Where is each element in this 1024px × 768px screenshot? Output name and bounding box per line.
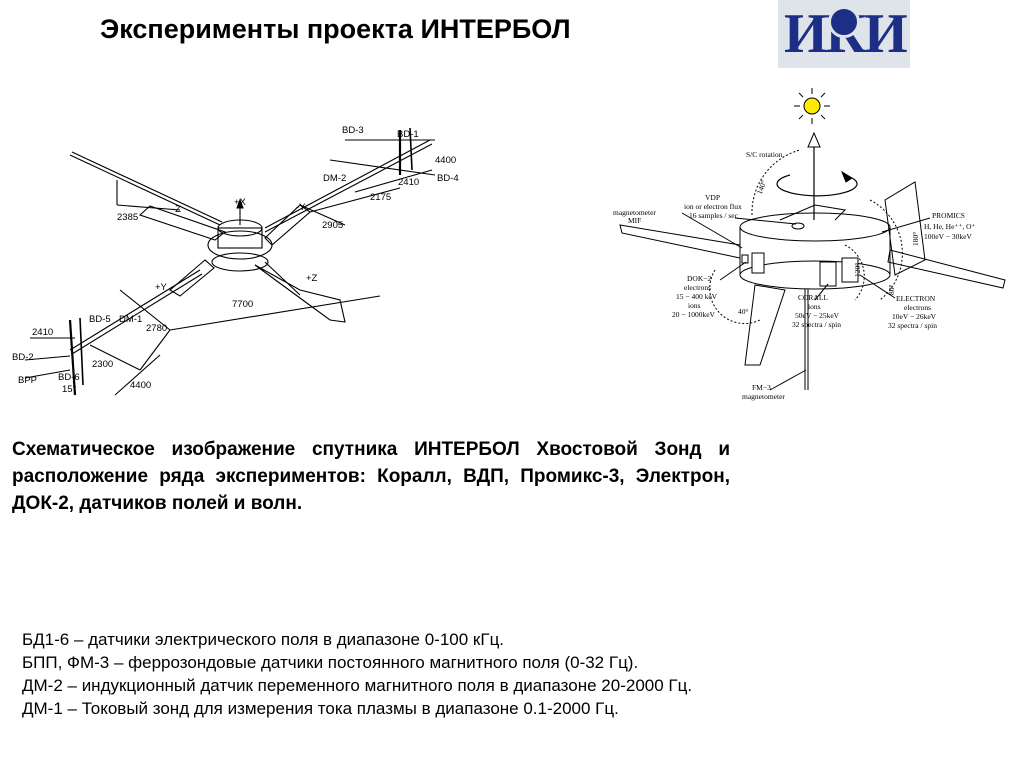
label-plus-x: +X <box>234 197 247 208</box>
right-diagram-labels: S/C rotation 140° VDP ion or electron fl… <box>613 150 975 401</box>
label-mif: MIF <box>628 216 641 225</box>
label-fm3: FM−3 <box>752 383 771 392</box>
label-bpp: BPP <box>18 375 37 386</box>
note-dm1: ДМ-1 – Токовый зонд для измерения тока п… <box>22 699 619 718</box>
label-2175: 2175 <box>370 192 391 203</box>
label-corall-spectra: 32 spectra / spin <box>792 320 841 329</box>
label-dok: DOK−2 <box>687 274 711 283</box>
label-40deg: 40° <box>738 307 749 316</box>
label-2780: 2780 <box>146 323 167 334</box>
label-electron-electrons: electrons <box>904 303 931 312</box>
label-120deg: 120° <box>853 263 862 277</box>
sun-icon <box>794 88 830 124</box>
label-promics-range: 100eV − 30keV <box>924 232 972 241</box>
label-dok-erange: 15 − 400 keV <box>676 292 718 301</box>
label-2300: 2300 <box>92 359 113 370</box>
label-80deg: 80° <box>887 285 896 296</box>
label-bd3: BD-3 <box>342 125 364 136</box>
label-140deg: 140° <box>755 179 768 195</box>
label-vdp-flux: ion or electron flux <box>684 202 742 211</box>
label-7700: 7700 <box>232 299 253 310</box>
logo-globe-icon <box>828 6 860 38</box>
left-diagram-labels: BD-3 BD-1 4400 BD-4 DM-2 2410 2175 2385 … <box>12 125 459 395</box>
label-4400-top: 4400 <box>435 155 456 166</box>
label-bd6: BD-6 <box>58 372 80 383</box>
sensor-notes: БД1-6 – датчики электрического поля в ди… <box>22 628 692 720</box>
diagrams: BD-3 BD-1 4400 BD-4 DM-2 2410 2175 2385 … <box>12 88 1006 401</box>
iki-logo: ИКИ <box>778 0 910 68</box>
label-promics-ions: H, He, He⁺⁺, O⁺ <box>924 222 975 231</box>
label-dok-irange: 20 − 1000keV <box>672 310 716 319</box>
label-minus-z: -Z <box>172 204 181 215</box>
label-fm3-magnetometer: magnetometer <box>742 392 785 401</box>
label-electron-range: 10eV − 26keV <box>892 312 937 321</box>
label-magnetometer: magnetometer <box>613 208 656 217</box>
label-electron-spectra: 32 spectra / spin <box>888 321 937 330</box>
label-2410-top: 2410 <box>398 177 419 188</box>
label-promics: PROMICS <box>932 211 965 220</box>
label-vdp-rate: 16 samples / sec <box>689 211 739 220</box>
label-dok-ions: ions <box>688 301 701 310</box>
label-bd1: BD-1 <box>397 129 419 140</box>
label-electron: ELECTRON <box>896 294 936 303</box>
label-corall-ions: ions <box>808 302 821 311</box>
label-sc-rotation: S/C rotation <box>746 150 783 159</box>
label-bd2: BD-2 <box>12 352 34 363</box>
note-dm2: ДМ-2 – индукционный датчик переменного м… <box>22 676 693 695</box>
label-2410-bottom: 2410 <box>32 327 53 338</box>
label-2385: 2385 <box>117 212 138 223</box>
label-4400-bottom: 4400 <box>130 380 151 391</box>
label-15deg: 15° <box>62 384 77 395</box>
label-corall: CORALL <box>798 293 828 302</box>
label-bd4: BD-4 <box>437 173 459 184</box>
label-plus-z: +Z <box>306 273 318 284</box>
diagram-caption: Схематическое изображение спутника ИНТЕР… <box>12 439 730 514</box>
label-dm1: DM-1 <box>119 314 142 325</box>
label-bd5: BD-5 <box>89 314 111 325</box>
note-bpp-fm3: БПП, ФМ-3 – феррозондовые датчики постоя… <box>22 653 639 672</box>
label-180deg: 180° <box>911 232 920 246</box>
label-plus-y: +Y <box>155 282 168 293</box>
note-bd: БД1-6 – датчики электрического поля в ди… <box>22 630 505 649</box>
label-corall-range: 50eV − 25keV <box>795 311 840 320</box>
label-dok-electrons: electrons <box>684 283 711 292</box>
label-2905: 2905 <box>322 220 343 231</box>
label-dm2: DM-2 <box>323 173 346 184</box>
label-minus-y: -Y <box>296 202 306 213</box>
left-satellite-diagram <box>24 127 436 396</box>
page-title: Эксперименты проекта ИНТЕРБОЛ <box>100 14 571 44</box>
label-vdp: VDP <box>705 193 720 202</box>
right-satellite-diagram <box>619 88 1006 391</box>
